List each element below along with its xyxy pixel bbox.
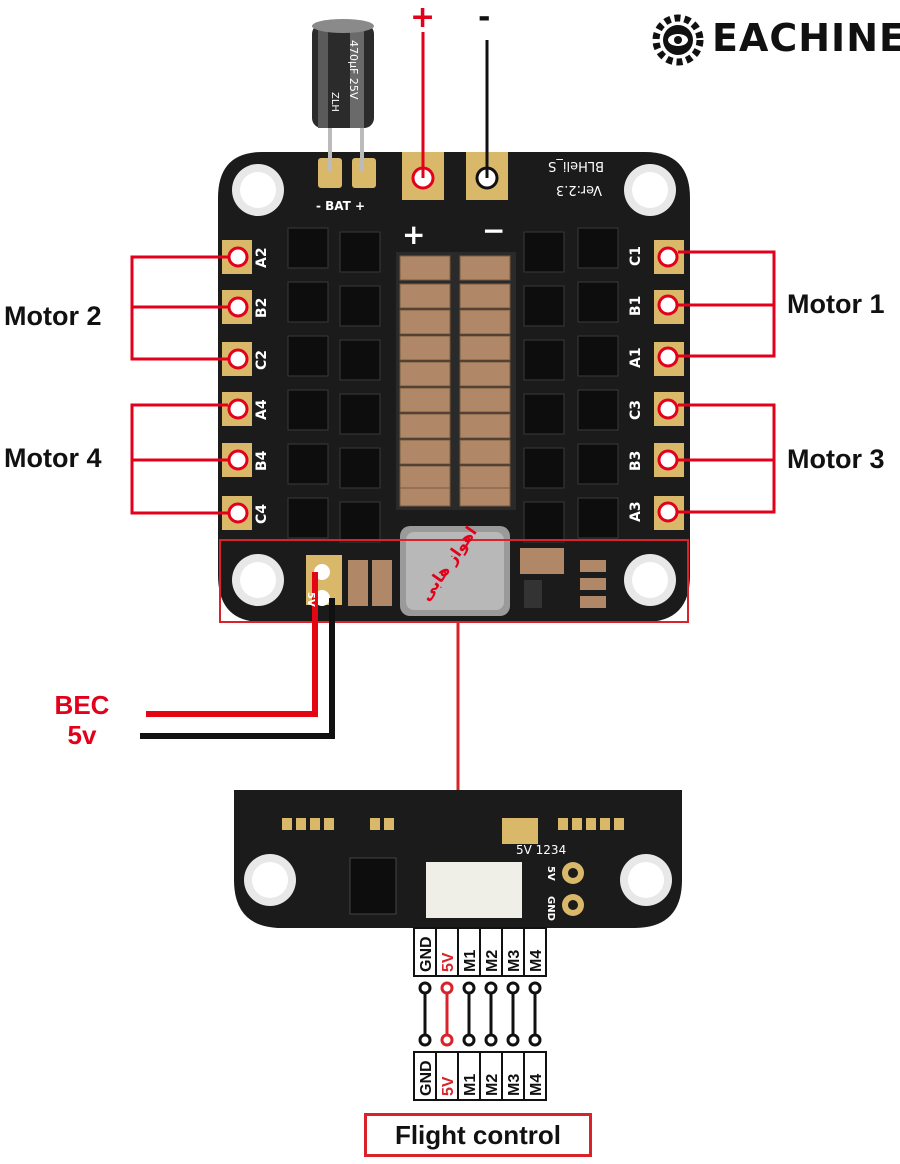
pad-label-left-4: B4 [254, 450, 270, 471]
electrolytic-capacitor [312, 19, 374, 172]
pin-label-top-5: M4 [528, 950, 545, 972]
pad-label-right-0: C1 [628, 246, 644, 266]
pin-label-top-3: M2 [484, 950, 501, 972]
pin-label-bottom-5: M4 [528, 1074, 545, 1096]
brand-logo: EACHINE [650, 8, 900, 68]
connector-wires [418, 981, 542, 1047]
pad-label-left-3: A4 [254, 399, 270, 420]
pin-label-bottom-3: M2 [484, 1074, 501, 1096]
bec-label-line2: 5v [67, 720, 97, 750]
motor1-bracket [678, 250, 776, 358]
bec-highlight-box [219, 539, 689, 623]
fc-pad-5v-label: 5V [545, 866, 556, 881]
fc-pins-label: 5V 1234 [516, 843, 566, 857]
board-plus-mark: + [402, 218, 425, 251]
pad-label-right-3: C3 [628, 400, 644, 420]
pad-label-right-2: A1 [628, 347, 644, 368]
motor4-bracket [130, 403, 228, 515]
firmware-label: BLHeli_S [548, 158, 604, 173]
pad-label-right-5: A3 [628, 501, 644, 522]
fc-pad-gnd-label: GND [545, 896, 556, 921]
pad-label-right-4: B3 [628, 451, 644, 471]
pin-label-top-1: 5V [440, 952, 457, 972]
capacitor-bank [396, 252, 516, 510]
pad-label-left-2: C2 [254, 350, 270, 370]
pin-label-top-2: M1 [462, 950, 479, 972]
mounting-hole [232, 164, 676, 606]
motor3-bracket [678, 403, 776, 514]
pad-label-right-1: B1 [628, 296, 644, 316]
motor2-label: Motor 2 [4, 301, 102, 331]
pad-label-left-5: C4 [254, 504, 270, 524]
bec-label: BEC 5v [44, 690, 120, 750]
board-minus-mark: − [482, 214, 505, 247]
bec-black-wire [140, 598, 335, 739]
bec-pad-label: 5V [305, 592, 316, 607]
fc-board [234, 790, 682, 928]
connector-diagram [413, 927, 547, 1101]
pin-label-bottom-2: M1 [462, 1074, 479, 1096]
bec-label-line1: BEC [54, 690, 110, 720]
pin-label-bottom-0: GND [418, 1060, 435, 1096]
pad-label-left-1: B2 [254, 298, 270, 318]
negative-terminal-sign: - [478, 0, 491, 35]
flight-control-label: Flight control [364, 1113, 592, 1157]
brand-name: EACHINE [712, 16, 900, 60]
motor1-label: Motor 1 [787, 289, 885, 319]
bec-red-wire [146, 572, 318, 717]
capacitor-value-label: 470µF 25V [347, 40, 360, 100]
version-label: Ver:2.3 [556, 182, 602, 197]
motor4-label: Motor 4 [4, 443, 102, 473]
capacitor-type-label: ZLH [329, 92, 340, 112]
esc-board [218, 152, 690, 622]
pin-label-bottom-4: M3 [506, 1074, 523, 1096]
pin-label-top-4: M3 [506, 950, 523, 972]
positive-terminal-sign: + [410, 0, 436, 35]
pin-label-top-0: GND [418, 936, 435, 972]
gear-eye-logo-icon [652, 14, 704, 66]
pin-label-bottom-1: 5V [440, 1076, 457, 1096]
motor2-bracket [130, 255, 228, 361]
pad-label-left-0: A2 [254, 247, 270, 268]
bat-label: - BAT + [316, 199, 365, 213]
motor3-label: Motor 3 [787, 444, 885, 474]
